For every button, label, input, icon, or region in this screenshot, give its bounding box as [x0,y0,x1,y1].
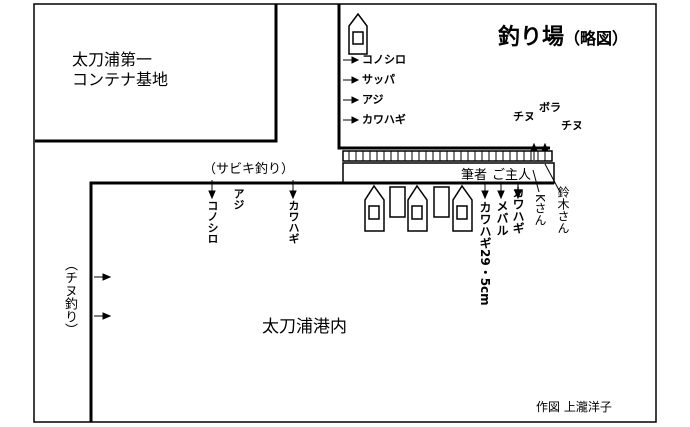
cast-arrows [94,56,549,320]
container-yard-outline [35,4,278,143]
map-title-note: （略図） [564,29,629,48]
fish-label: アジ [232,188,245,210]
suzuki-label: 鈴木さん [556,186,570,234]
fish-label: カワハギ [362,113,406,126]
husband-label: ご主人 [492,168,532,183]
boat-icon [433,186,450,218]
map-title: 釣り場（略図） [498,26,628,51]
harbor-quay-edge [89,181,343,422]
map-title-text: 釣り場 [498,25,565,50]
fish-label: カワハギ [511,186,525,234]
boat-icon [348,12,368,55]
map-frame [33,3,657,423]
harbor-label: 太刀浦港内 [262,317,347,337]
fish-label: コノシロ [206,200,219,244]
sabiki-label: （サビキ釣り） [203,162,295,177]
fish-label: ボラ [539,101,561,114]
writer-label: 筆者 [461,168,488,183]
fish-label: カワハギ29・5cm [478,201,492,306]
k-label: Kさん [533,194,547,226]
people-pointers [532,163,561,193]
fish-label: アジ [362,93,384,106]
upper-quay-edge [337,4,550,150]
fish-label: サッパ [362,73,395,86]
boat-icon [389,186,406,218]
chinu-label: （チヌ釣り） [62,258,77,336]
fish-label: チヌ [561,119,583,132]
fish-label: カワハギ [287,200,300,244]
container-yard-line2: コンテナ基地 [72,70,169,89]
fish-label: チヌ [513,110,535,123]
fish-label: コノシロ [362,53,406,66]
credit: 作図 上瀧洋子 [536,400,612,414]
fish-label: メバル [495,200,509,236]
container-yard-line1: 太刀浦第一 [72,50,153,69]
